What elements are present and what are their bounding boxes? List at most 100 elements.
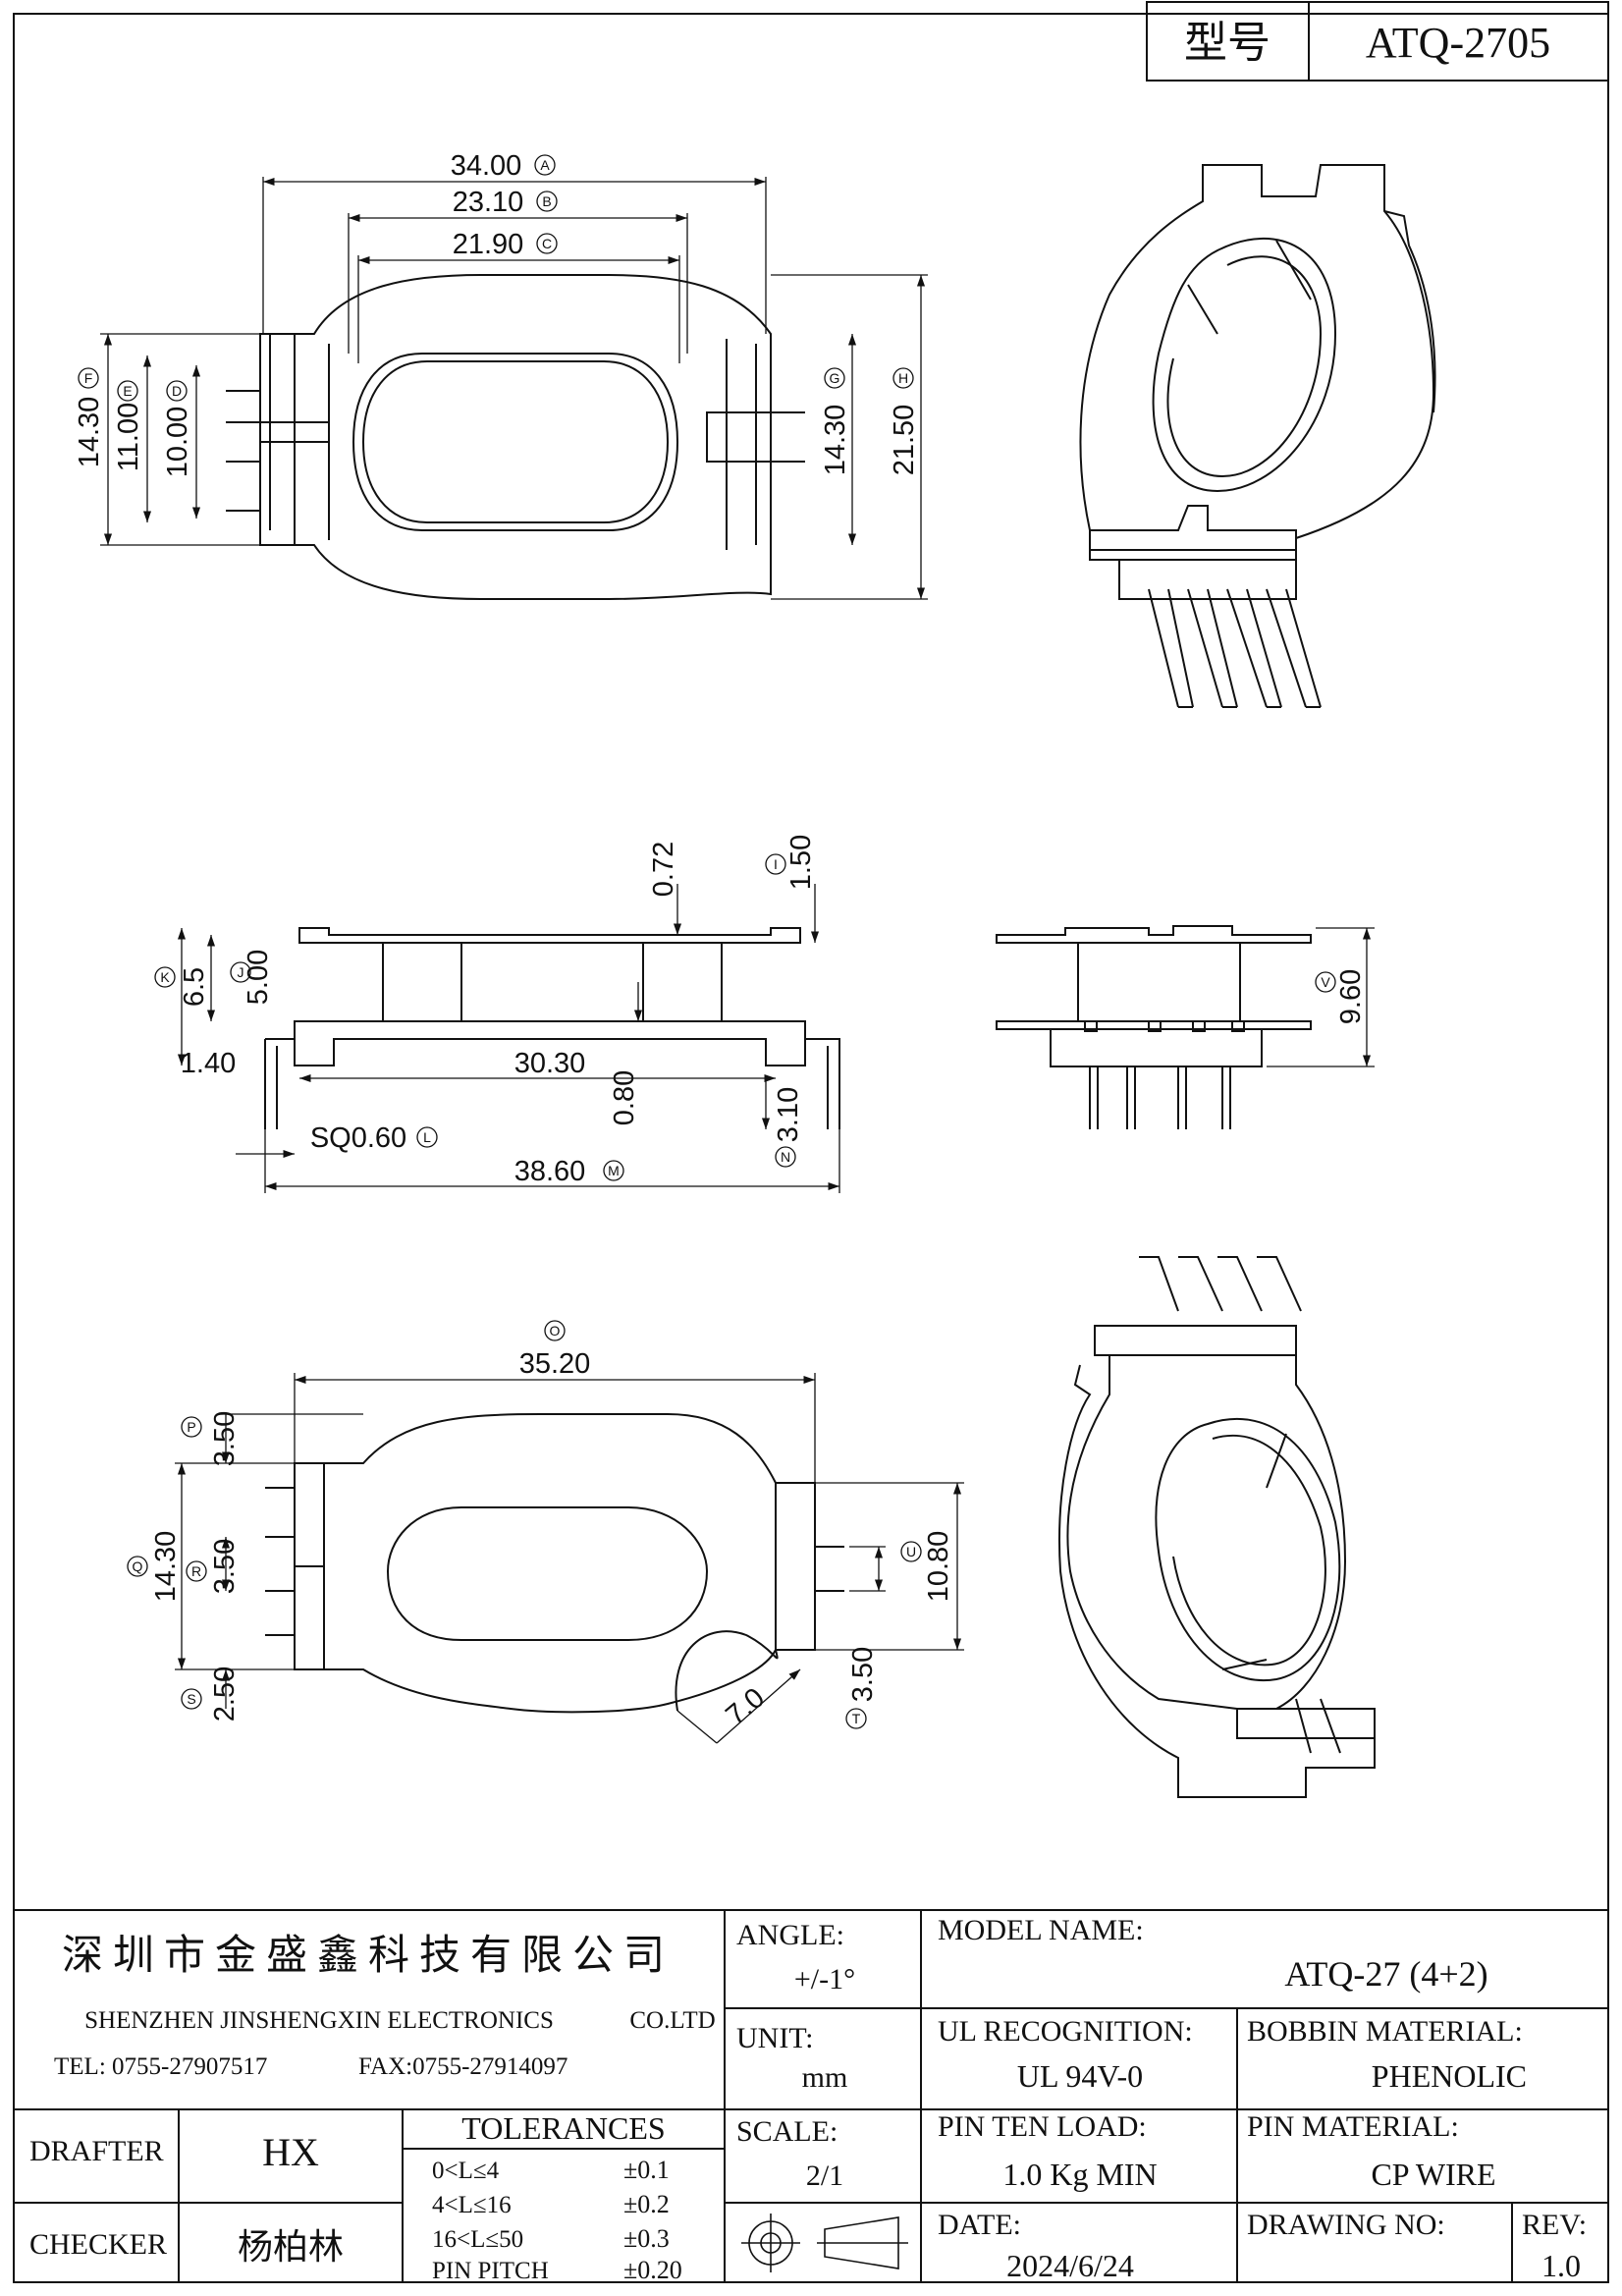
- iso-view-bottom: [1058, 1256, 1376, 1798]
- dim-D: 10.00: [162, 407, 193, 478]
- tol-range-3: 16<L≤50: [432, 2226, 523, 2253]
- dim-O: 35.20: [519, 1348, 591, 1380]
- dim-G: 14.30: [820, 405, 851, 476]
- dim-N: 3.10: [773, 1087, 804, 1142]
- company-name-cn: 深圳市金盛鑫科技有限公司: [62, 1933, 675, 1979]
- type-value: ATQ-2705: [1366, 19, 1550, 67]
- dim-M: 38.60: [514, 1156, 586, 1187]
- dim-Q: 14.30: [150, 1531, 182, 1603]
- pin-material-value: CP WIRE: [1371, 2157, 1495, 2192]
- ref-N: N: [781, 1149, 790, 1165]
- ul-recognition-label: UL RECOGNITION:: [938, 2015, 1193, 2048]
- angle-value: +/-1°: [794, 1963, 855, 1995]
- side-view: [264, 927, 840, 1129]
- ref-J: J: [238, 964, 244, 980]
- ref-H: H: [898, 370, 908, 386]
- dim-P: 3.50: [209, 1411, 241, 1466]
- dim-I: 1.50: [785, 835, 817, 890]
- company-fax: FAX:0755-27914097: [358, 2053, 568, 2080]
- top-view-dimensions: [100, 177, 928, 600]
- angle-label: ANGLE:: [736, 1919, 844, 1951]
- title-block: [14, 1909, 1608, 2283]
- dim-E: 11.00: [113, 403, 144, 471]
- side-view-dim-labels: 0.72 1.50 I 5.00 J 6.5 K 1.40 30.30 0.80…: [154, 835, 817, 1187]
- ref-S: S: [187, 1691, 195, 1707]
- dim-K: 6.5: [179, 967, 210, 1007]
- side-view-dimensions: [177, 884, 840, 1193]
- dim-A: 34.00: [451, 150, 522, 182]
- projection-symbol-icon: [741, 2214, 908, 2272]
- bottom-view-dimensions: [175, 1373, 964, 1744]
- dim-F: 14.30: [74, 397, 105, 468]
- scale-label: SCALE:: [736, 2115, 838, 2148]
- dim-C: 21.90: [453, 229, 524, 260]
- ref-A: A: [540, 157, 550, 173]
- dim-0-80: 0.80: [609, 1070, 640, 1125]
- bottom-view-dim-labels: 35.20 O 3.50 P 14.30 Q 3.50 R 2.50 S 10.…: [127, 1320, 954, 1731]
- dim-T: 3.50: [847, 1647, 879, 1702]
- type-label: 型号: [1184, 19, 1271, 67]
- ref-C: C: [542, 236, 552, 251]
- dim-S: 2.50: [209, 1667, 241, 1722]
- tol-value-1: ±0.1: [623, 2156, 670, 2184]
- pin-load-value: 1.0 Kg MIN: [1002, 2157, 1157, 2192]
- pin-load-label: PIN TEN LOAD:: [938, 2110, 1147, 2143]
- checker-value: 杨柏林: [238, 2227, 344, 2267]
- dim-U: 10.80: [923, 1531, 954, 1603]
- ref-K: K: [160, 969, 170, 985]
- date-value: 2024/6/24: [1006, 2248, 1134, 2283]
- ref-I: I: [774, 856, 778, 872]
- ref-B: B: [542, 193, 551, 209]
- company-name-en: SHENZHEN JINSHENGXIN ELECTRONICS: [84, 2007, 554, 2034]
- dim-L: SQ0.60: [310, 1122, 406, 1154]
- dim-J: 5.00: [243, 950, 274, 1005]
- ref-G: G: [830, 370, 840, 386]
- bobbin-material-label: BOBBIN MATERIAL:: [1247, 2015, 1523, 2048]
- rev-label: REV:: [1522, 2209, 1587, 2241]
- front-view-dimensions: 9.60 V: [1267, 927, 1375, 1067]
- ref-D: D: [172, 383, 182, 399]
- tol-range-4: PIN PITCH: [432, 2258, 549, 2284]
- title-block-text: 深圳市金盛鑫科技有限公司 SHENZHEN JINSHENGXIN ELECTR…: [29, 1914, 1587, 2284]
- model-name-value: ATQ-27 (4+2): [1284, 1954, 1487, 1994]
- dim-V: 9.60: [1335, 969, 1367, 1024]
- unit-label: UNIT:: [736, 2022, 814, 2054]
- tol-value-2: ±0.2: [623, 2190, 670, 2218]
- dim-R: 3.50: [209, 1539, 241, 1594]
- tolerances-title: TOLERANCES: [461, 2110, 665, 2146]
- company-tel: TEL: 0755-27907517: [54, 2053, 267, 2080]
- dim-0-72: 0.72: [648, 842, 679, 897]
- unit-value: mm: [802, 2061, 848, 2094]
- drafter-label: DRAFTER: [29, 2135, 164, 2167]
- dim-B: 23.10: [453, 187, 524, 218]
- model-header: 型号 ATQ-2705: [1146, 1, 1609, 82]
- checker-label: CHECKER: [29, 2228, 167, 2261]
- company-suffix: CO.LTD: [629, 2007, 715, 2034]
- scale-value: 2/1: [806, 2159, 843, 2192]
- bottom-view: [265, 1413, 844, 1714]
- drawing-no-label: DRAWING NO:: [1247, 2209, 1445, 2241]
- ref-V: V: [1321, 974, 1330, 990]
- ul-recognition-value: UL 94V-0: [1017, 2058, 1143, 2094]
- iso-view-top: [1079, 164, 1436, 708]
- dim-1-40: 1.40: [181, 1048, 236, 1079]
- date-label: DATE:: [938, 2209, 1021, 2241]
- drafter-value: HX: [262, 2130, 319, 2174]
- ref-Q: Q: [133, 1558, 143, 1574]
- dim-H: 21.50: [889, 405, 920, 476]
- ref-L: L: [423, 1129, 431, 1145]
- tol-value-4: ±0.20: [623, 2256, 682, 2284]
- top-view-dim-labels: 34.00 A 23.10 B 21.90 C 14.30 F 11.00 E …: [74, 150, 920, 477]
- ref-E: E: [123, 383, 132, 399]
- model-name-label: MODEL NAME:: [938, 1914, 1144, 1946]
- dim-7-0: 7.0: [720, 1682, 770, 1731]
- pin-material-label: PIN MATERIAL:: [1247, 2110, 1459, 2143]
- tol-range-1: 0<L≤4: [432, 2158, 500, 2184]
- ref-O: O: [550, 1323, 561, 1339]
- ref-T: T: [852, 1711, 861, 1726]
- dim-30-30: 30.30: [514, 1048, 586, 1079]
- bobbin-material-value: PHENOLIC: [1372, 2058, 1527, 2094]
- ref-R: R: [191, 1563, 201, 1579]
